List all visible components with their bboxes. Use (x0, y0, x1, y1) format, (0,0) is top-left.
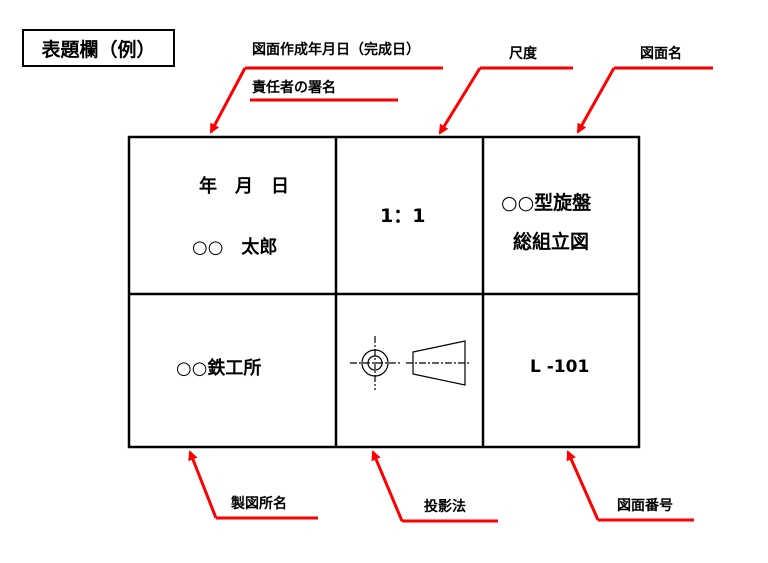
cell-date: 年 月 日 (199, 176, 289, 197)
arrow-maker (188, 450, 218, 519)
label-maker: 製図所名 (231, 496, 287, 512)
arrow-scale (438, 67, 482, 135)
cell-drawing-number: L -101 (530, 357, 590, 377)
label-drawing-number: 図面番号 (617, 498, 673, 514)
third-angle-projection-icon (350, 336, 471, 390)
cell-person: ○○ 太郎 (192, 237, 278, 258)
label-projection: 投影法 (424, 499, 466, 515)
label-signature: 責任者の署名 (252, 80, 336, 96)
label-creation-date: 図面作成年月日（完成日） (252, 42, 420, 58)
cell-drawing-name-1: ○○型旋盤 (501, 192, 592, 214)
cell-drawing-name-2: 総組立図 (513, 231, 590, 253)
arrow-drawing-name (576, 67, 616, 134)
arrow-date (209, 67, 247, 134)
cell-maker: ○○鉄工所 (176, 358, 262, 379)
title-block-table (127, 135, 641, 449)
page-title: 表題欄（例） (22, 29, 175, 67)
arrow-number (566, 450, 600, 521)
cell-scale: 1：1 (380, 205, 426, 227)
label-drawing-name: 図面名 (640, 46, 682, 62)
arrow-projection (371, 450, 404, 522)
label-scale: 尺度 (509, 46, 537, 62)
